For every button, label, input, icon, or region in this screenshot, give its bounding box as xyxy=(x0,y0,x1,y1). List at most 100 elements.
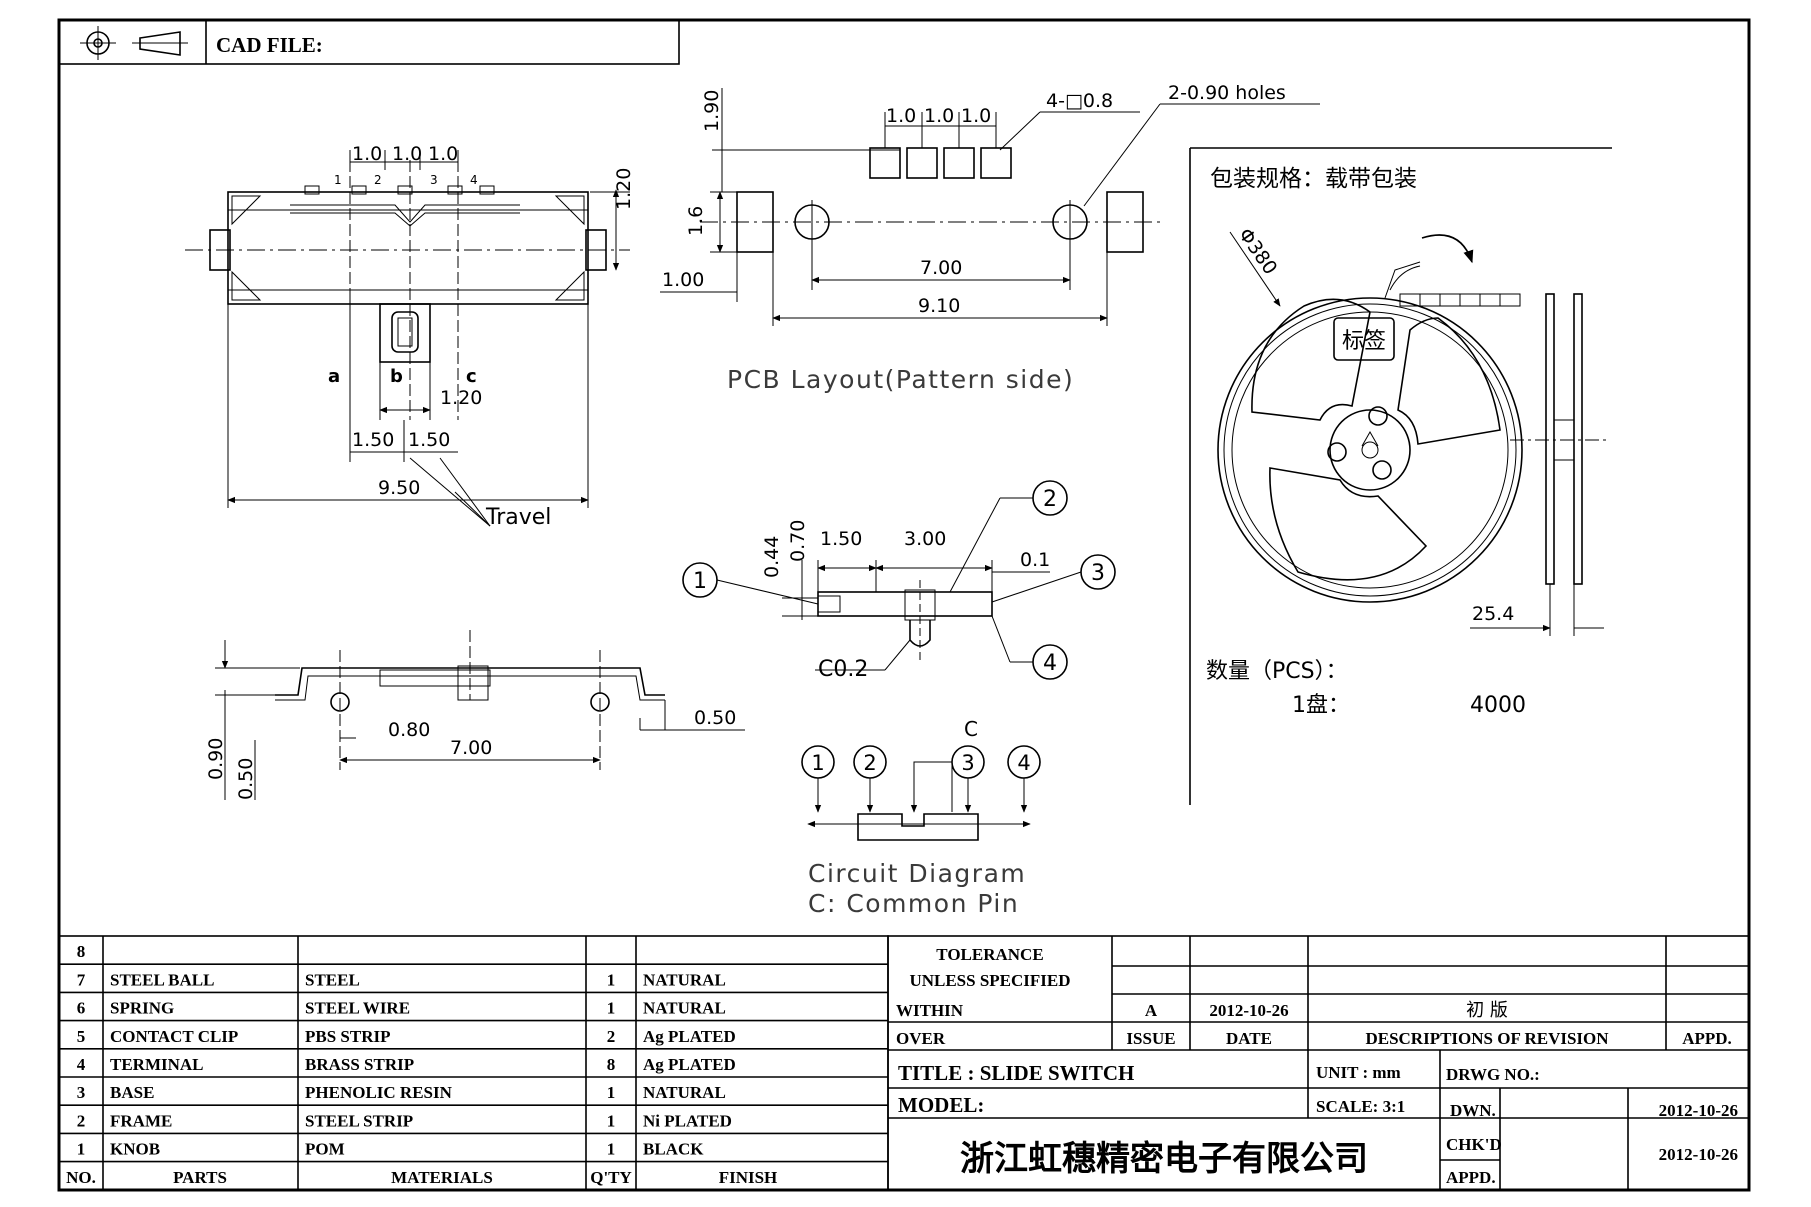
projection-symbol-icon xyxy=(80,26,188,60)
bom-cell-qty: 1 xyxy=(607,1083,616,1102)
common-letter: C xyxy=(964,717,978,741)
bom-header-finish: FINISH xyxy=(719,1168,778,1187)
dim-pcb-pitch-1: 1.0 xyxy=(886,105,916,127)
dim-pcb-910: 9.10 xyxy=(918,295,960,317)
circuit-diagram: C 1 2 3 4 Circuit Diagram C: Common Pin xyxy=(801,717,1041,918)
dim-detail-300: 3.00 xyxy=(904,528,946,550)
bom-cell-material: POM xyxy=(305,1140,345,1159)
dim-side-total: 9.50 xyxy=(378,477,420,499)
reel-width-dim: 25.4 xyxy=(1472,603,1514,625)
company-name: 浙江虹穗精密电子有限公司 xyxy=(960,1139,1368,1179)
pin-number-2: 2 xyxy=(374,173,382,187)
position-b: b xyxy=(390,366,403,387)
callout-2: 2 xyxy=(1043,487,1057,512)
checked-date: 2012-10-26 xyxy=(1659,1145,1738,1164)
dim-detail-01: 0.1 xyxy=(1020,549,1050,571)
dim-side-top-3: 1.0 xyxy=(428,143,458,165)
drawing-number-label: DRWG NO.: xyxy=(1446,1065,1540,1084)
dim-travel-2: 1.50 xyxy=(408,429,450,451)
drawn-label: DWN. xyxy=(1450,1101,1496,1120)
revision-description: 初 版 xyxy=(1466,1000,1508,1021)
bom-cell-finish: NATURAL xyxy=(643,999,726,1018)
unless-specified-label: UNLESS SPECIFIED xyxy=(909,971,1070,990)
bom-header-no: NO. xyxy=(66,1168,96,1187)
circuit-pin-1: 1 xyxy=(811,751,824,775)
chamfer-label: C0.2 xyxy=(818,657,868,682)
callout-4: 4 xyxy=(1043,651,1057,676)
per-reel-value: 4000 xyxy=(1470,693,1526,718)
bom-cell-part: SPRING xyxy=(110,999,174,1018)
bom-cell-finish: Ag PLATED xyxy=(643,1055,736,1074)
dim-pcb-190: 1.90 xyxy=(701,90,723,132)
reel-icon: 标签 xyxy=(1217,234,1523,603)
pcb-layout: 1.90 1.6 1.0 1.0 1.0 4-□0.8 2-0.90 holes… xyxy=(660,82,1320,394)
pin-number-4: 4 xyxy=(470,173,478,187)
scale-label: SCALE: 3:1 xyxy=(1316,1097,1405,1116)
bom-header-material: MATERIALS xyxy=(391,1168,493,1187)
bom-cell-material: STEEL WIRE xyxy=(305,999,410,1018)
appd-label: APPD. xyxy=(1682,1029,1732,1048)
title-label: TITLE : SLIDE SWITCH xyxy=(898,1061,1134,1085)
side-view: 1.0 1.0 1.0 1 2 3 4 1.20 a b c 1.20 1.50… xyxy=(185,143,635,530)
bom-cell-material: BRASS STRIP xyxy=(305,1055,414,1074)
dim-pcb-16: 1.6 xyxy=(685,206,707,236)
bom-cell-part: STEEL BALL xyxy=(110,970,214,989)
bom-cell-no: 4 xyxy=(77,1055,86,1074)
per-reel-label: 1盘： xyxy=(1292,693,1350,718)
reel-diameter: Φ380 xyxy=(1234,224,1281,279)
qty-label: 数量（PCS）： xyxy=(1206,659,1348,684)
bom-cell-finish: Ni PLATED xyxy=(643,1111,732,1130)
checked-label: CHK'D xyxy=(1446,1135,1502,1154)
revision-issue: A xyxy=(1145,1001,1158,1020)
bom-cell-part: KNOB xyxy=(110,1140,160,1159)
bom-cell-qty: 1 xyxy=(607,1111,616,1130)
bom-cell-finish: NATURAL xyxy=(643,1083,726,1102)
dim-front-090: 0.90 xyxy=(205,738,227,780)
revision-date: 2012-10-26 xyxy=(1209,1001,1288,1020)
hole-note: 2-0.90 holes xyxy=(1168,82,1286,104)
dim-side-top-2: 1.0 xyxy=(392,143,422,165)
pad-note: 4-□0.8 xyxy=(1046,90,1113,112)
dim-front-050-right: 0.50 xyxy=(694,707,736,729)
unit-label: UNIT : mm xyxy=(1316,1063,1401,1082)
bom-cell-finish: NATURAL xyxy=(643,970,726,989)
circuit-pin-3: 3 xyxy=(961,751,974,775)
dim-front-080: 0.80 xyxy=(388,719,430,741)
tolerance-label: TOLERANCE xyxy=(936,945,1043,964)
title-block: TOLERANCE UNLESS SPECIFIED WITHIN OVER A… xyxy=(887,935,1750,1191)
bom-cell-material: PHENOLIC RESIN xyxy=(305,1083,453,1102)
bom-header-part: PARTS xyxy=(173,1168,227,1187)
dim-front-700: 7.00 xyxy=(450,737,492,759)
cad-file-label: CAD FILE: xyxy=(216,33,323,57)
bom-header-qty: Q'TY xyxy=(590,1168,632,1187)
dim-side-height: 1.20 xyxy=(613,168,635,210)
approved-label: APPD. xyxy=(1446,1168,1496,1187)
description-label: DESCRIPTIONS OF REVISION xyxy=(1365,1029,1609,1048)
date-label: DATE xyxy=(1226,1029,1272,1048)
header-box: CAD FILE: xyxy=(58,19,680,65)
bom-cell-qty: 8 xyxy=(607,1055,616,1074)
circuit-pin-2: 2 xyxy=(863,751,876,775)
pin-number-1: 1 xyxy=(334,173,342,187)
travel-label: Travel xyxy=(485,505,551,530)
bom-cell-finish: Ag PLATED xyxy=(643,1027,736,1046)
front-view: 0.90 0.50 0.80 7.00 0.50 xyxy=(205,630,745,800)
dim-pcb-pitch-3: 1.0 xyxy=(961,105,991,127)
bom-cell-no: 6 xyxy=(77,999,86,1018)
dim-pcb-700: 7.00 xyxy=(920,257,962,279)
bom-cell-qty: 1 xyxy=(607,970,616,989)
bom-cell-no: 1 xyxy=(77,1140,86,1159)
issue-label: ISSUE xyxy=(1126,1029,1175,1048)
reel-side-icon xyxy=(1510,293,1610,585)
packaging-title: 包装规格：载带包装 xyxy=(1210,166,1417,192)
within-label: WITHIN xyxy=(896,1001,964,1020)
bom-cell-no: 3 xyxy=(77,1083,86,1102)
bom-cell-finish: BLACK xyxy=(643,1140,704,1159)
bom-cell-qty: 1 xyxy=(607,1140,616,1159)
dim-side-top-1: 1.0 xyxy=(352,143,382,165)
callout-3: 3 xyxy=(1091,561,1105,586)
dim-pcb-100: 1.00 xyxy=(662,269,704,291)
bom-cell-part: BASE xyxy=(110,1083,154,1102)
